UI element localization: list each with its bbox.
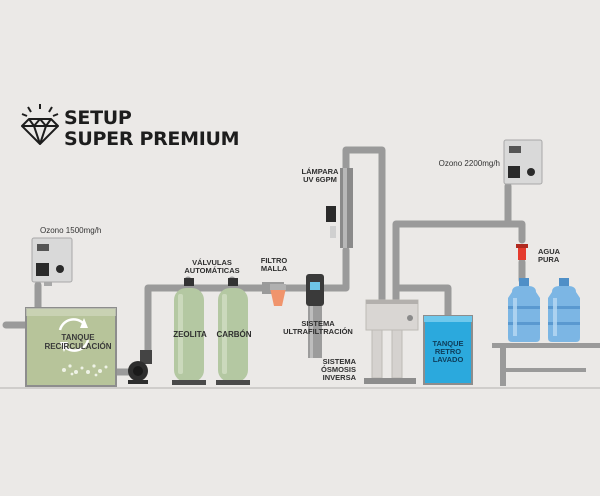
ozone-right-label: Ozono 2200mg/h <box>439 159 500 168</box>
title-line-1: SETUP <box>64 107 132 129</box>
ozone-left-label: Ozono 1500mg/h <box>40 226 101 235</box>
backwash-tank <box>423 315 473 385</box>
bottle-table <box>492 343 600 386</box>
recirculation-tank <box>25 307 117 387</box>
ozone-generator-left <box>31 237 73 286</box>
filter-label-2: MALLA <box>261 264 288 273</box>
tank-recirc-label-1: TANQUE <box>61 333 95 342</box>
tank-recirc-label-2: RECIRCULACIÓN <box>44 342 111 351</box>
page-title: SETUP SUPER PREMIUM <box>64 107 240 150</box>
uv-lamp <box>326 168 353 248</box>
ro-label-1: SISTEMA <box>323 357 357 366</box>
uf-label-1: SISTEMA <box>301 319 335 328</box>
diamond-icon <box>18 102 62 146</box>
recirculation-icon <box>58 318 90 352</box>
carbon-filter <box>216 278 250 385</box>
carbon-label: CARBÓN <box>216 330 251 339</box>
uf-label-2: ULTRAFILTRACIÓN <box>283 327 353 336</box>
zeolite-filter <box>172 278 206 385</box>
pure-label-1: AGUA <box>538 247 561 256</box>
pipe-to-pure <box>392 220 526 304</box>
pipe-uf-uv <box>314 246 350 292</box>
water-bottle-right <box>548 278 580 342</box>
valves-label-2: AUTOMÁTICAS <box>184 266 239 275</box>
ro-label-2: ÓSMOSIS <box>321 365 356 374</box>
pump <box>128 350 152 384</box>
reverse-osmosis-unit <box>364 299 419 384</box>
ultrafiltration-unit <box>306 274 324 358</box>
pure-water-valve <box>516 244 528 260</box>
pipe-uv-ro <box>342 146 386 304</box>
filter-label-1: FILTRO <box>261 256 288 265</box>
uv-label-1: LÁMPARA <box>302 167 340 176</box>
pure-label-2: PURA <box>538 255 560 264</box>
ro-label-3: INVERSA <box>323 373 357 382</box>
uv-label-2: UV 6GPM <box>303 175 337 184</box>
tank-back-label-2: RETRO <box>435 347 461 356</box>
water-bottle-left <box>508 278 540 342</box>
tank-back-label-3: LAVADO <box>433 355 464 364</box>
title-line-2: SUPER PREMIUM <box>64 128 240 150</box>
ozone-generator-right <box>503 139 543 185</box>
valves-label-1: VÁLVULAS <box>192 258 232 267</box>
tank-back-label-1: TANQUE <box>432 339 463 348</box>
zeolite-label: ZEOLITA <box>173 330 207 339</box>
mesh-filter <box>262 282 286 306</box>
